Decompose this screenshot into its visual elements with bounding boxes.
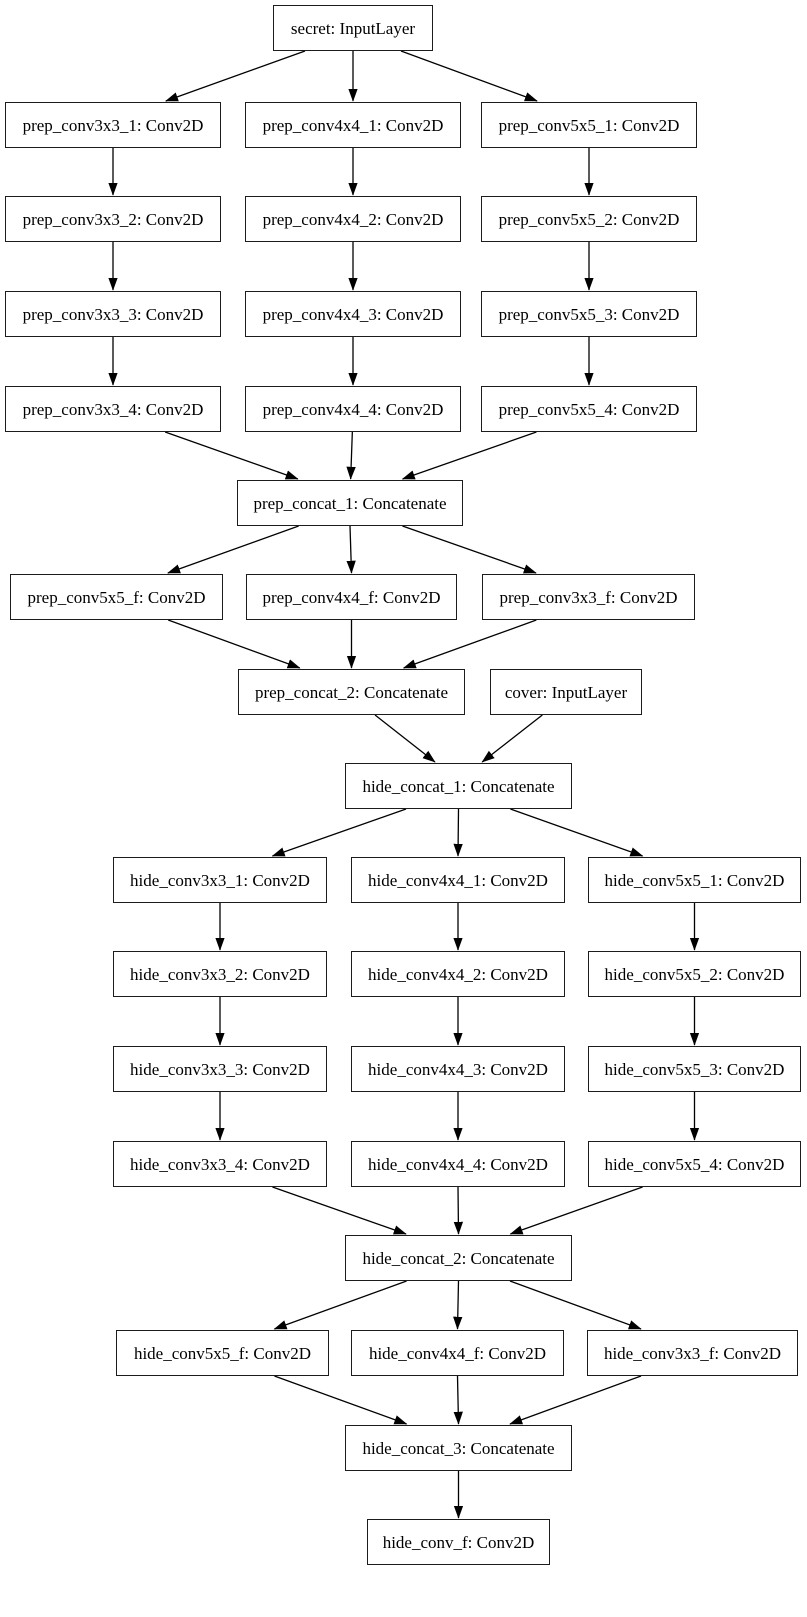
edge-hide_conv5x5_f-to-hide_concat_3 [274, 1375, 408, 1425]
node-hide_conv5x5_3: hide_conv5x5_3: Conv2D [588, 1046, 801, 1092]
node-hide_conv3x3_3: hide_conv3x3_3: Conv2D [113, 1046, 327, 1092]
node-secret: secret: InputLayer [273, 5, 433, 51]
edge-prep_concat_1-to-prep_conv3x3_f [402, 525, 537, 574]
node-prep_conv5x5_3: prep_conv5x5_3: Conv2D [481, 291, 697, 337]
node-prep_conv4x4_4: prep_conv4x4_4: Conv2D [245, 386, 461, 432]
node-prep_conv5x5_2: prep_conv5x5_2: Conv2D [481, 196, 697, 242]
node-hide_conv4x4_1: hide_conv4x4_1: Conv2D [351, 857, 565, 903]
node-hide_conv3x3_1: hide_conv3x3_1: Conv2D [113, 857, 327, 903]
node-prep_concat_2: prep_concat_2: Concatenate [238, 669, 465, 715]
node-prep_conv3x3_2: prep_conv3x3_2: Conv2D [5, 196, 221, 242]
edge-hide_conv4x4_f-to-hide_concat_3 [453, 1375, 463, 1425]
edge-secret-to-prep_conv5x5_1 [400, 50, 538, 102]
node-prep_conv3x3_4: prep_conv3x3_4: Conv2D [5, 386, 221, 432]
node-prep_conv3x3_f: prep_conv3x3_f: Conv2D [482, 574, 695, 620]
edge-prep_conv5x5_4-to-prep_concat_1 [401, 431, 537, 480]
node-hide_conv5x5_f: hide_conv5x5_f: Conv2D [116, 1330, 329, 1376]
node-prep_conv3x3_3: prep_conv3x3_3: Conv2D [5, 291, 221, 337]
edge-hide_conv3x3_4-to-hide_concat_2 [272, 1186, 407, 1235]
node-hide_conv5x5_4: hide_conv5x5_4: Conv2D [588, 1141, 801, 1187]
node-prep_conv5x5_f: prep_conv5x5_f: Conv2D [10, 574, 223, 620]
edge-prep_conv5x5_f-to-prep_concat_2 [167, 619, 301, 669]
edge-hide_conv5x5_4-to-hide_concat_2 [509, 1186, 643, 1235]
edge-hide_concat_2-to-hide_conv4x4_f [453, 1280, 463, 1330]
edge-cover-to-hide_concat_1 [481, 714, 543, 763]
node-hide_conv5x5_2: hide_conv5x5_2: Conv2D [588, 951, 801, 997]
node-hide_concat_2: hide_concat_2: Concatenate [345, 1235, 572, 1281]
node-prep_conv5x5_4: prep_conv5x5_4: Conv2D [481, 386, 697, 432]
edge-hide_conv3x3_f-to-hide_concat_3 [509, 1375, 642, 1425]
edge-prep_concat_1-to-prep_conv5x5_f [167, 525, 299, 574]
edge-hide_concat_2-to-hide_conv5x5_f [273, 1280, 407, 1330]
edge-hide_conv4x4_4-to-hide_concat_2 [453, 1186, 464, 1235]
node-hide_conv_f: hide_conv_f: Conv2D [367, 1519, 550, 1565]
node-hide_conv5x5_1: hide_conv5x5_1: Conv2D [588, 857, 801, 903]
node-hide_concat_1: hide_concat_1: Concatenate [345, 763, 572, 809]
node-prep_conv4x4_3: prep_conv4x4_3: Conv2D [245, 291, 461, 337]
node-prep_conv5x5_1: prep_conv5x5_1: Conv2D [481, 102, 697, 148]
edge-prep_conv3x3_4-to-prep_concat_1 [164, 431, 299, 480]
edge-prep_concat_1-to-prep_conv4x4_f [346, 525, 356, 574]
node-prep_conv4x4_f: prep_conv4x4_f: Conv2D [246, 574, 457, 620]
node-cover: cover: InputLayer [490, 669, 642, 715]
node-hide_conv4x4_3: hide_conv4x4_3: Conv2D [351, 1046, 565, 1092]
edge-hide_concat_2-to-hide_conv3x3_f [509, 1280, 642, 1330]
node-hide_conv3x3_f: hide_conv3x3_f: Conv2D [587, 1330, 798, 1376]
node-hide_conv4x4_f: hide_conv4x4_f: Conv2D [351, 1330, 564, 1376]
edge-hide_concat_1-to-hide_conv4x4_1 [453, 808, 463, 857]
node-prep_conv3x3_1: prep_conv3x3_1: Conv2D [5, 102, 221, 148]
edge-secret-to-prep_conv3x3_1 [165, 50, 306, 102]
edge-hide_concat_1-to-hide_conv5x5_1 [510, 808, 644, 857]
edge-prep_concat_2-to-hide_concat_1 [374, 714, 436, 763]
node-hide_conv4x4_4: hide_conv4x4_4: Conv2D [351, 1141, 565, 1187]
node-hide_conv4x4_2: hide_conv4x4_2: Conv2D [351, 951, 565, 997]
node-hide_concat_3: hide_concat_3: Concatenate [345, 1425, 572, 1471]
node-hide_conv3x3_4: hide_conv3x3_4: Conv2D [113, 1141, 327, 1187]
edge-prep_conv4x4_4-to-prep_concat_1 [346, 431, 356, 480]
edge-hide_concat_1-to-hide_conv3x3_1 [271, 808, 407, 857]
edge-prep_conv3x3_f-to-prep_concat_2 [402, 619, 537, 669]
node-hide_conv3x3_2: hide_conv3x3_2: Conv2D [113, 951, 327, 997]
node-prep_concat_1: prep_concat_1: Concatenate [237, 480, 463, 526]
node-prep_conv4x4_2: prep_conv4x4_2: Conv2D [245, 196, 461, 242]
node-prep_conv4x4_1: prep_conv4x4_1: Conv2D [245, 102, 461, 148]
